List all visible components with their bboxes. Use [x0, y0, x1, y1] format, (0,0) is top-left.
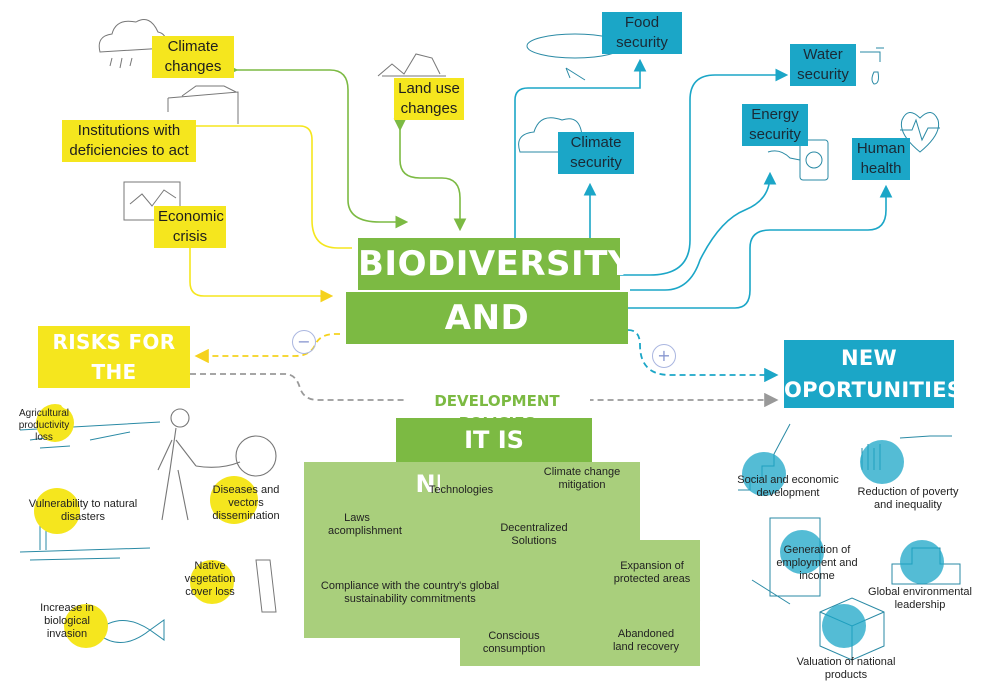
policy-item: Technologies: [426, 484, 496, 497]
policy-item: Conscious consumption: [476, 630, 552, 656]
development-policies-label: DEVELOPMENT POLICIES: [404, 390, 590, 432]
risk-item-text: Vulnerability to natural disasters: [28, 498, 138, 523]
opportunities-header: NEW OPORTUNITIES: [784, 340, 962, 408]
center-title-text: BIODIVERSITY: [358, 244, 634, 284]
it-is-necessary-label: IT IS NECESSARY: [396, 418, 592, 498]
risk-circle: [210, 476, 258, 524]
podium-illustration: [891, 547, 961, 585]
center-title-line1: BIODIVERSITY: [358, 238, 633, 290]
opportunity-item: Reduction of poverty and inequality: [850, 486, 966, 512]
opportunity-item: Social and economic development: [728, 474, 848, 500]
table-illustration: [167, 85, 239, 124]
opportunity-item-text: Global environmental leadership: [868, 586, 972, 611]
energy-security-label: Energy security: [749, 106, 801, 143]
risk-circle: [190, 560, 234, 604]
policy-item-text: Abandoned land recovery: [612, 628, 680, 653]
plants-water-illustration: [19, 512, 151, 561]
policy-item: Expansion of protected areas: [612, 560, 692, 586]
policy-item: Abandoned land recovery: [606, 628, 686, 654]
opportunity-item: Generation of employment and income: [764, 544, 870, 583]
opportunity-circle: [860, 440, 904, 484]
policy-item: Climate change mitigation: [532, 466, 632, 492]
institutions-box: Institutions with deficiencies to act: [62, 120, 196, 162]
policy-item: Decentralized Solutions: [496, 522, 572, 548]
opportunity-item-text: Social and economic development: [737, 474, 839, 499]
cloud-illustration: [518, 117, 583, 153]
policy-item: Laws acomplishment: [328, 512, 402, 538]
climate-security-box: Climate security: [558, 132, 634, 174]
risk-item: Diseases and vectors dissemination: [206, 484, 286, 523]
plug-illustration: [767, 139, 829, 181]
policy-item-text: Expansion of protected areas: [613, 560, 691, 585]
risk-item: Native vegetation cover loss: [170, 560, 250, 599]
risk-circle: [34, 488, 80, 534]
opportunities-title: NEW OPORTUNITIES: [784, 346, 963, 402]
food-security-label: Food security: [616, 14, 668, 51]
opportunity-circle: [742, 452, 786, 496]
center-subtitle-text: AND ECOSYSTEMS: [356, 298, 618, 390]
policy-item: Compliance with the country's global sus…: [320, 580, 500, 606]
land-use-label: Land use changes: [398, 80, 460, 117]
heart-illustration: [900, 112, 940, 153]
institutions-label: Institutions with deficiencies to act: [69, 122, 189, 159]
policy-item-text: Decentralized Solutions: [500, 522, 568, 547]
policies-panel-top: [440, 462, 640, 540]
opportunity-circle: [780, 530, 824, 574]
human-health-label: Human health: [856, 140, 906, 177]
plus-sign: +: [652, 344, 676, 368]
minus-text: −: [297, 332, 311, 351]
clt-card-illustration: [751, 517, 821, 605]
center-title-line2: AND ECOSYSTEMS: [346, 292, 628, 390]
opportunity-item-text: Generation of employment and income: [776, 544, 858, 582]
food-security-box: Food security: [602, 12, 682, 54]
water-security-box: Water security: [790, 44, 856, 86]
policies-panel-bottom: [460, 540, 700, 666]
plus-text: +: [657, 346, 671, 365]
economic-crisis-label: Economic crisis: [158, 208, 224, 245]
policy-item-text: Climate change mitigation: [543, 466, 621, 491]
climate-changes-box: Climate changes: [152, 36, 234, 78]
risk-circle: [36, 404, 74, 442]
risk-item-text: Agricultural productivity loss: [18, 408, 70, 443]
water-security-label: Water security: [797, 46, 849, 83]
risk-item: Agricultural productivity loss: [12, 408, 76, 444]
land-use-illustration: [377, 53, 446, 77]
policy-item-text: Compliance with the country's global sus…: [320, 580, 500, 605]
opportunity-item-text: Valuation of national products: [796, 656, 896, 681]
risk-item-text: Increase in biological invasion: [40, 602, 94, 640]
fish-illustration: [95, 619, 165, 643]
energy-security-box: Energy security: [742, 104, 808, 146]
policy-item-text: Technologies: [428, 484, 494, 496]
climate-security-label: Climate security: [570, 134, 622, 171]
economic-crisis-box: Economic crisis: [154, 206, 226, 248]
human-health-box: Human health: [852, 138, 910, 180]
risks-header: RISKS FOR THE COUNTRY: [38, 326, 190, 414]
risk-item-text: Native vegetation cover loss: [184, 560, 236, 598]
risk-item: Increase in biological invasion: [32, 602, 102, 641]
policy-item-text: Laws acomplishment: [328, 512, 402, 537]
climate-changes-label: Climate changes: [164, 38, 222, 75]
opportunity-item: Valuation of national products: [796, 656, 896, 682]
risk-circle: [64, 604, 108, 648]
opportunity-circle: [900, 540, 944, 584]
policy-item-text: Conscious consumption: [482, 630, 546, 655]
opportunity-circle: [822, 604, 866, 648]
land-use-box: Land use changes: [394, 78, 464, 120]
risk-item-text: Diseases and vectors dissemination: [212, 484, 280, 522]
cloud-rain-illustration: [98, 19, 167, 69]
faucet-illustration: [860, 47, 884, 85]
opportunity-item-text: Reduction of poverty and inequality: [857, 486, 959, 511]
risk-item: Vulnerability to natural disasters: [28, 498, 138, 524]
opportunity-item: Global environmental leadership: [864, 586, 976, 612]
stump-illustration: [255, 559, 277, 613]
minus-sign: −: [292, 330, 316, 354]
walking-person-illustration: [157, 408, 277, 521]
risks-title: RISKS FOR THE COUNTRY: [52, 330, 176, 414]
